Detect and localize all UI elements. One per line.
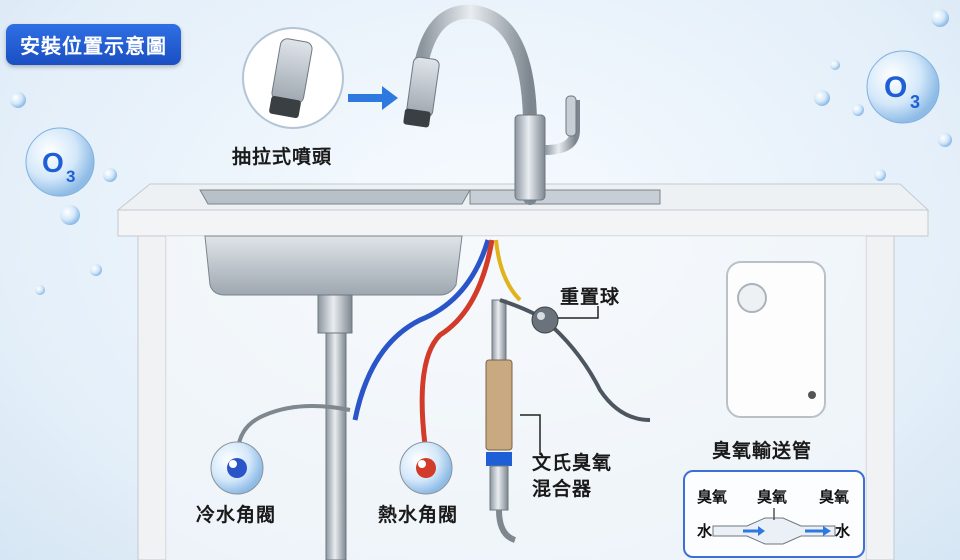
inset-ozone-left: 臭氧 bbox=[697, 488, 728, 506]
ozone-subscript-left: 3 bbox=[66, 167, 75, 186]
spray-head-inset bbox=[242, 27, 398, 129]
ozone-tube bbox=[499, 298, 651, 455]
spray-head-label: 抽拉式噴頭 bbox=[232, 146, 333, 168]
inset-water-right: 水 bbox=[835, 522, 851, 540]
cold-valve-label: 冷水角閥 bbox=[196, 504, 277, 526]
ozone-badge-right: O 3 bbox=[866, 50, 940, 124]
ozone-tube-label: 臭氧輸送管 bbox=[712, 440, 813, 462]
pull-out-faucet bbox=[403, 4, 580, 205]
sink bbox=[199, 189, 661, 296]
venturi-flow-diagram bbox=[712, 508, 836, 545]
ozone-symbol-right: O bbox=[884, 71, 907, 104]
ozone-symbol-left: O bbox=[42, 147, 64, 178]
bubbles bbox=[10, 9, 952, 295]
inset-ozone-right: 臭氧 bbox=[819, 488, 850, 506]
drain-pipe bbox=[317, 294, 353, 560]
supply-hoses bbox=[352, 239, 522, 446]
venturi-mixer-label-2: 混合器 bbox=[532, 478, 593, 500]
venturi-mixer-label-1: 文氏臭氧 bbox=[532, 452, 613, 474]
venturi-flow-inset: 臭氧 臭氧 臭氧 水 水 bbox=[683, 470, 865, 558]
cold-water-angle-valve bbox=[210, 404, 351, 495]
hot-water-angle-valve bbox=[399, 441, 453, 495]
reset-ball-label: 重置球 bbox=[560, 286, 621, 308]
venturi-mixer bbox=[485, 299, 517, 543]
inset-water-left: 水 bbox=[697, 522, 713, 540]
hot-valve-label: 熱水角閥 bbox=[378, 504, 459, 526]
page-title: 安裝位置示意圖 bbox=[6, 24, 181, 65]
ozone-subscript-right: 3 bbox=[910, 92, 920, 112]
ozone-generator bbox=[726, 261, 826, 418]
inset-ozone-center: 臭氧 bbox=[757, 488, 788, 506]
ozone-badge-left: O 3 bbox=[25, 127, 95, 197]
